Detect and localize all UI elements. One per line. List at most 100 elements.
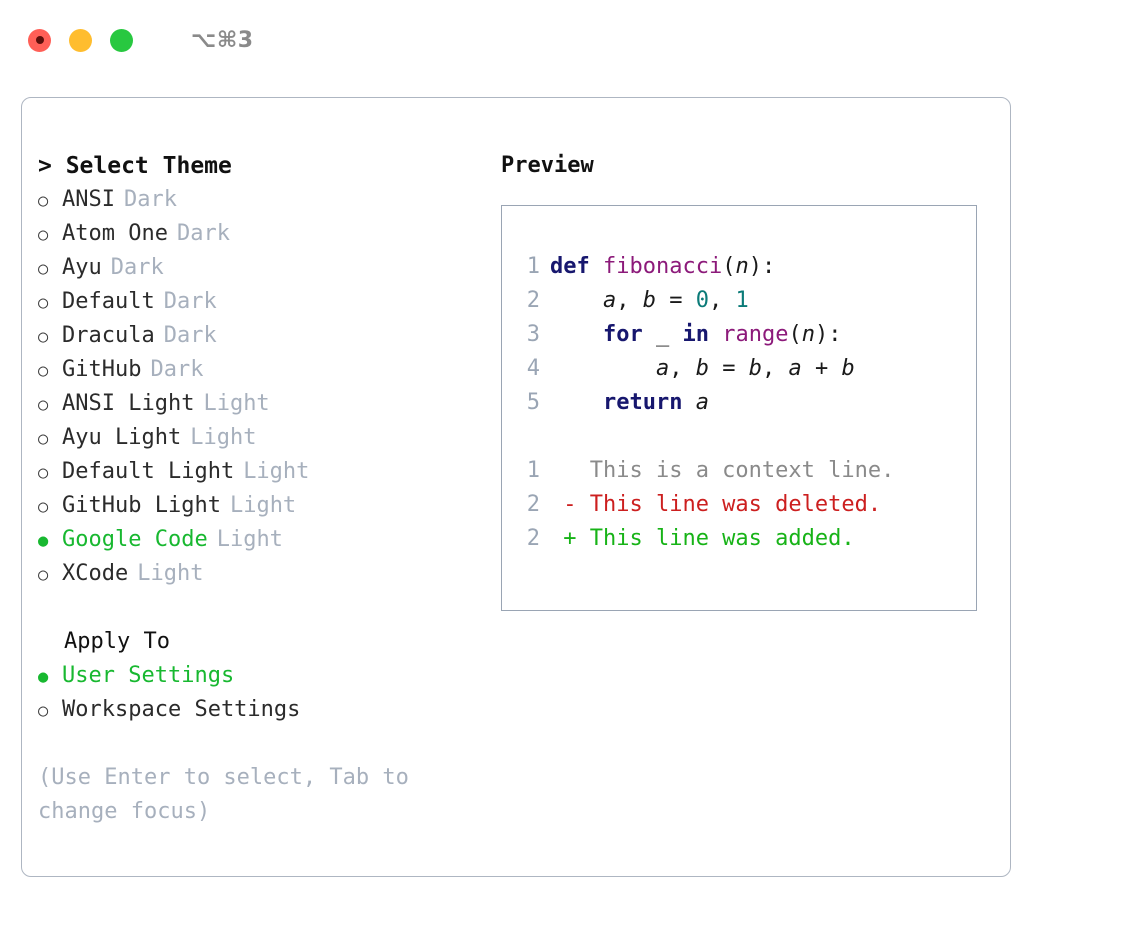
code-punctuation [682,288,695,313]
code-diff-separator [502,420,976,454]
theme-variant-label: Light [216,527,283,552]
code-punctuation: ( [722,254,736,279]
keyboard-shortcut-label: ⌥⌘3 [191,27,254,53]
radio-unselected-icon: ○ [38,225,49,245]
diff-line-context: 1 This is a context line. [502,454,976,488]
line-number: 2 [526,526,540,551]
code-keyword: in [682,322,709,347]
radio-unselected-icon: ○ [38,327,49,347]
code-identifier: _ [655,322,670,347]
theme-variant-label: Light [203,391,270,416]
code-punctuation [669,322,682,347]
code-function: fibonacci [603,254,723,279]
theme-variant-label: Dark [110,255,164,280]
code-punctuation [709,322,722,347]
apply-to-option-1[interactable]: ○Workspace Settings [38,693,488,727]
code-punctuation: ) [814,322,829,347]
close-button[interactable] [28,28,51,52]
apply-to-heading: Apply To [64,629,170,654]
code-identifier: n [735,254,749,279]
code-keyword: for [602,322,643,347]
line-number: 5 [526,390,540,415]
code-line-text: for _ in range(n): [550,318,841,352]
theme-option-4[interactable]: ○ Dracula Dark [38,319,488,353]
diff-sample: 1 This is a context line.2 - This line w… [502,454,976,556]
code-identifier: b [642,288,656,313]
radio-selected-icon: ● [38,531,49,551]
code-punctuation: , [669,356,683,381]
theme-option-10[interactable]: ● Google Code Light [38,523,488,557]
maximize-button[interactable] [110,28,133,52]
code-identifier: b [841,356,855,381]
code-identifier: b [748,356,762,381]
theme-option-label: ANSI [62,187,115,212]
code-number: 0 [695,288,709,313]
theme-option-label: GitHub [62,357,142,382]
line-number: 1 [526,458,540,483]
theme-option-label: Dracula [62,323,155,348]
code-identifier: b [695,356,709,381]
code-punctuation: , [761,356,776,381]
code-keyword: def [550,254,590,279]
code-identifier: a [695,390,709,415]
code-punctuation [682,356,695,381]
theme-option-label: Google Code [62,527,208,552]
theme-variant-label: Dark [150,357,204,382]
code-line-text: a, b = 0, 1 [550,284,749,318]
line-number: 4 [526,356,540,381]
code-punctuation [709,356,722,381]
code-line-text: a, b = b, a + b [550,352,855,386]
radio-unselected-icon: ○ [38,395,49,415]
radio-selected-icon: ● [38,667,49,687]
code-number: 1 [735,288,749,313]
code-punctuation [550,288,603,313]
code-punctuation [590,254,603,279]
preview-heading: Preview [501,153,594,178]
code-punctuation [775,356,788,381]
apply-to-option-0[interactable]: ● User Settings [38,659,488,693]
line-number: 2 [526,492,540,517]
apply-to-option-list[interactable]: ● User Settings ○Workspace Settings [38,659,488,727]
code-punctuation: ) [748,254,762,279]
code-line-text: return a [550,386,709,420]
radio-unselected-icon: ○ [38,497,49,517]
theme-option-label: Default Light [62,459,235,484]
diff-line-text: + This line was added. [550,526,855,551]
code-punctuation [550,356,656,381]
code-function: range [722,322,789,347]
apply-to-option-label: User Settings [62,663,235,688]
code-identifier: a [788,356,802,381]
line-number: 3 [526,322,540,347]
code-punctuation [550,390,603,415]
minimize-button[interactable] [69,28,92,52]
theme-variant-label: Dark [163,289,217,314]
theme-option-2[interactable]: ○ Ayu Dark [38,251,488,285]
spacer [38,591,488,625]
theme-variant-label: Dark [163,323,217,348]
code-punctuation [802,356,815,381]
code-punctuation: + [814,356,829,381]
apply-to-option-label: Workspace Settings [62,697,301,722]
code-punctuation: = [722,356,736,381]
theme-option-label: Ayu [62,255,102,280]
radio-unselected-icon: ○ [38,259,49,279]
radio-unselected-icon: ○ [38,429,49,449]
code-punctuation: : [761,254,776,279]
code-punctuation: , [616,288,630,313]
code-punctuation: : [828,322,842,347]
